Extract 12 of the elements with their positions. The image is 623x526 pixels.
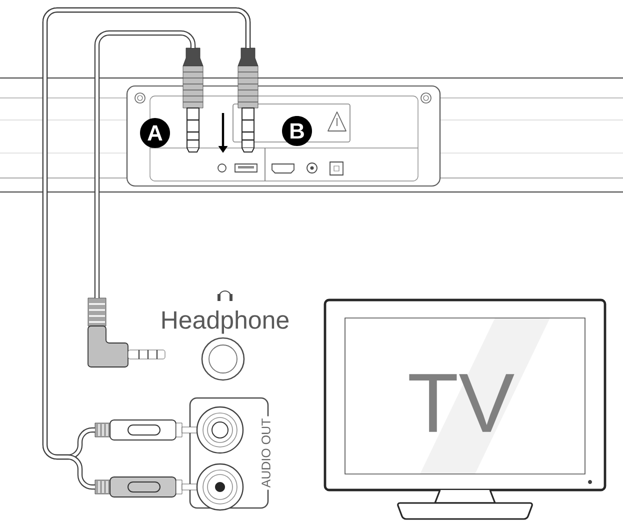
rca-plug xyxy=(94,420,198,440)
jack-plug xyxy=(238,48,258,152)
rca-jack xyxy=(196,406,244,454)
rca-jack xyxy=(196,463,244,511)
cable xyxy=(94,30,196,298)
headphone-jack: Headphone xyxy=(162,310,288,381)
jack-plug xyxy=(182,48,204,152)
rca-plug xyxy=(94,476,198,498)
node-label: Headphone xyxy=(162,310,289,334)
callout-badge: A xyxy=(140,118,170,148)
television: TV xyxy=(324,298,606,520)
callout-badge: B xyxy=(282,116,312,146)
